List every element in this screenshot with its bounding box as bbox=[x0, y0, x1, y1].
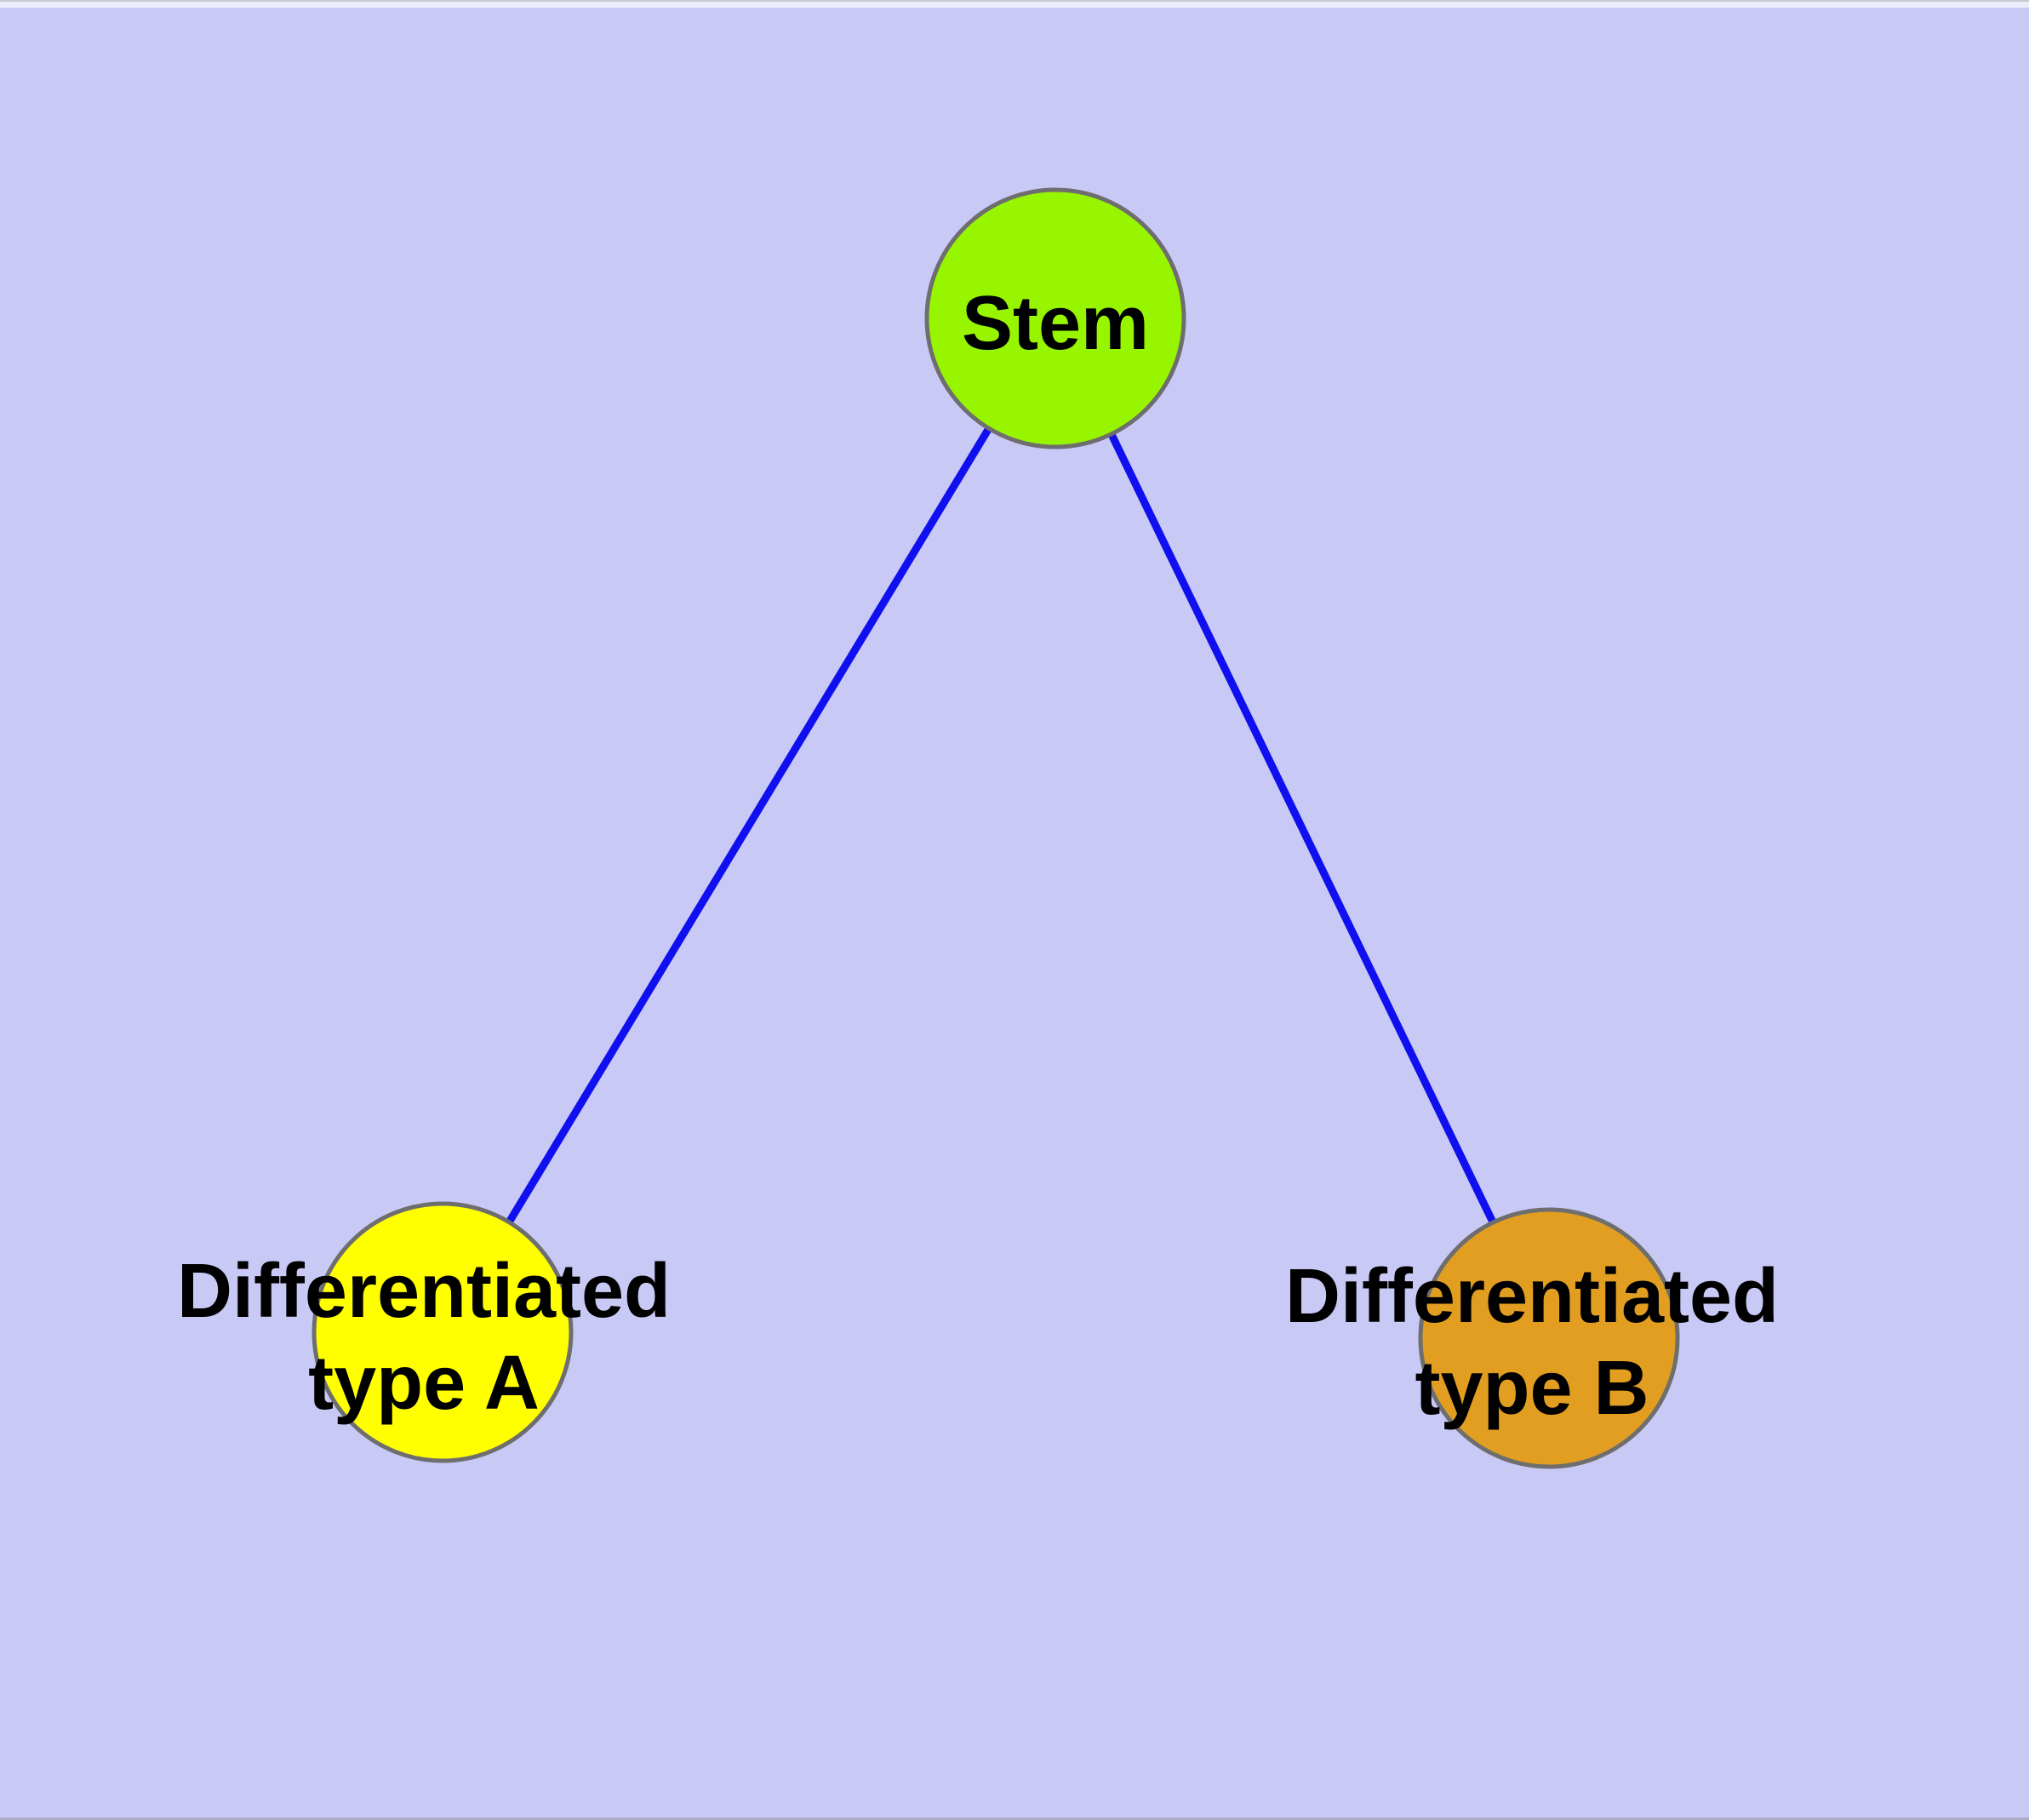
differentiated-type-b-node-circle bbox=[1418, 1207, 1680, 1469]
differentiated-type-a-label-line2: type A bbox=[308, 1341, 540, 1426]
stem-node-label: Stem bbox=[962, 281, 1149, 366]
differentiated-type-a-label-line1: Differentiated bbox=[177, 1249, 671, 1334]
differentiated-type-b-label-line2: type B bbox=[1415, 1346, 1649, 1431]
differentiated-type-b-label-line1: Differentiated bbox=[1285, 1254, 1779, 1339]
top-edge-artifact bbox=[0, 0, 2029, 8]
differentiated-type-a-node-circle bbox=[311, 1201, 574, 1463]
bottom-edge-artifact bbox=[0, 1817, 2029, 1820]
edge-stem-to-type-a bbox=[439, 316, 1059, 1335]
edge-stem-to-type-b bbox=[1051, 317, 1553, 1340]
stem-node-circle bbox=[924, 187, 1186, 449]
